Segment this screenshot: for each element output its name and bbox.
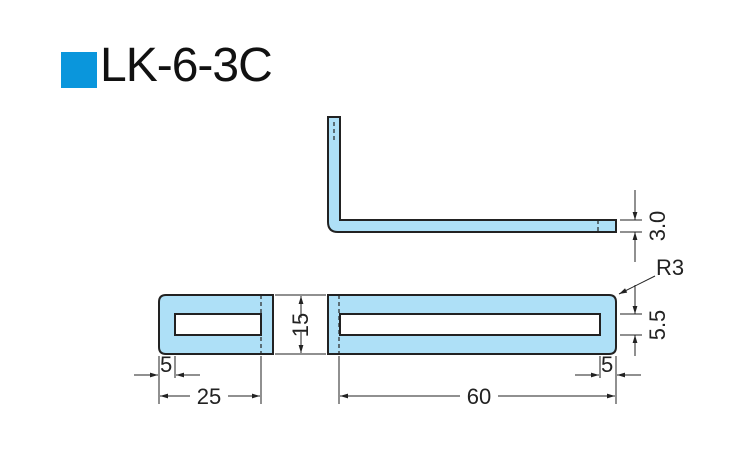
short-margin-label: 5 [160, 352, 172, 377]
radius-label: R3 [656, 255, 684, 280]
slot [174, 313, 262, 336]
height-label: 15 [288, 313, 313, 337]
title-square-icon [61, 52, 97, 88]
side-view-bracket [327, 116, 617, 233]
short-length-label: 25 [197, 384, 221, 409]
long-length-label: 60 [467, 384, 491, 409]
slot [339, 313, 601, 336]
slot-width-label: 5.5 [645, 310, 670, 341]
thickness-label: 3.0 [645, 211, 670, 242]
page-title: LK-6-3C [100, 39, 273, 92]
long-margin-label: 5 [601, 352, 613, 377]
